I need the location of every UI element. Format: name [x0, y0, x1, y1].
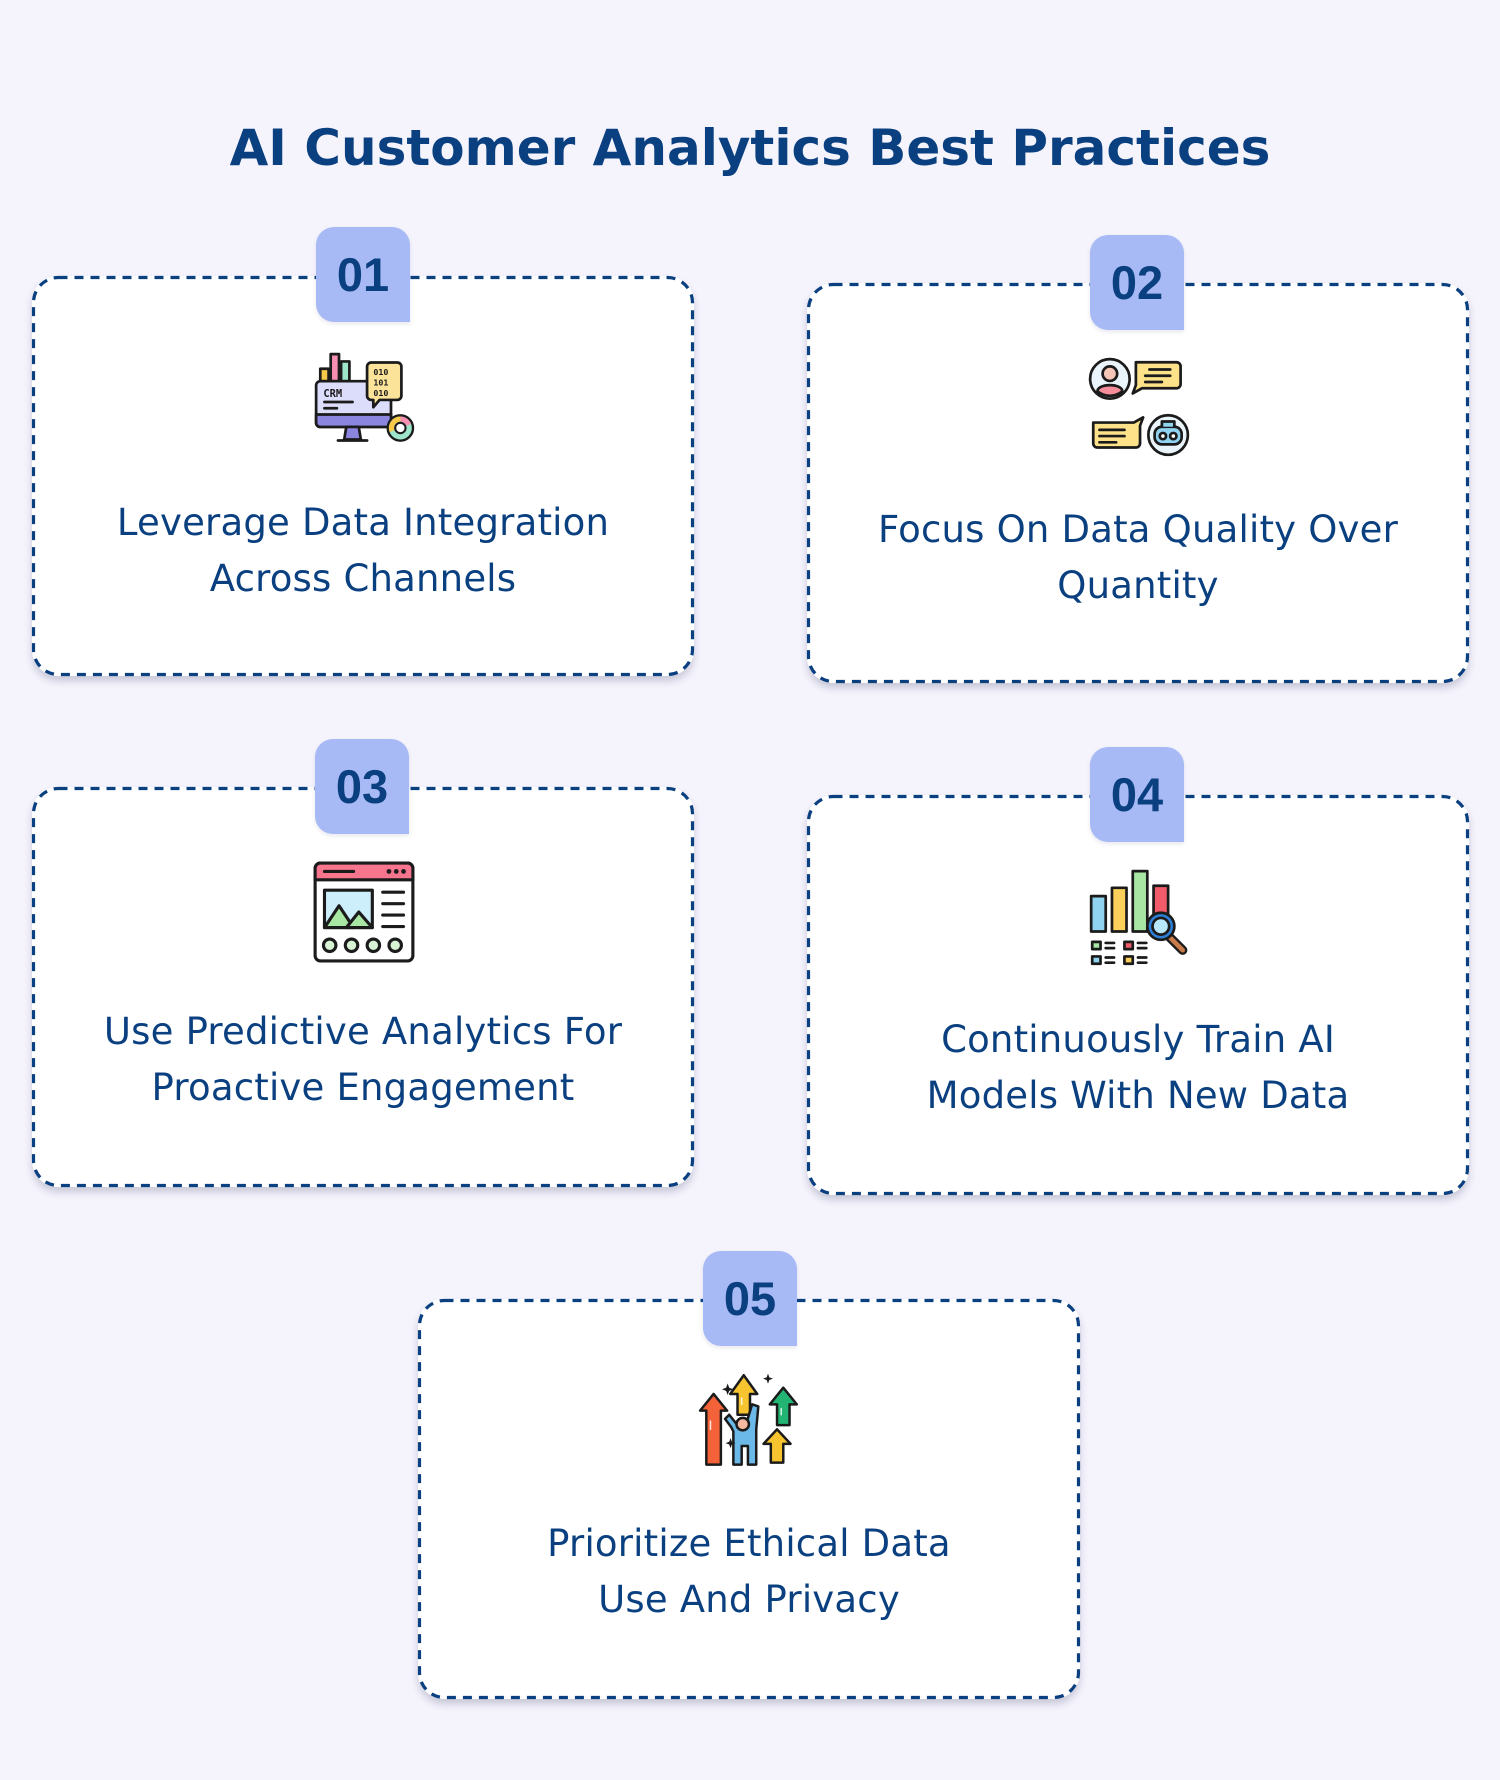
step-number-badge: 03: [315, 739, 409, 834]
svg-text:010: 010: [373, 367, 388, 377]
dashed-border: [806, 794, 1470, 1196]
bar-chart-magnifier-icon: [1089, 869, 1188, 966]
practice-title-line2: Use And Privacy: [598, 1578, 900, 1621]
practice-card-05: 05 Prioritize Ethical Data Use And Priva…: [417, 1251, 1081, 1700]
dashed-border: [31, 786, 695, 1188]
browser-dashboard-icon: [313, 861, 415, 963]
practice-title-line1: Prioritize Ethical Data: [547, 1522, 951, 1565]
practice-title: Continuously Train AI Models With New Da…: [827, 1012, 1449, 1124]
dashed-border: [31, 275, 695, 677]
svg-text:010: 010: [373, 388, 388, 398]
practice-title: Use Predictive Analytics For Proactive E…: [52, 1004, 674, 1116]
card-background: [418, 1299, 1080, 1699]
practice-card-04: 04 Continuously Train AI Models W: [806, 747, 1470, 1196]
practice-title: Prioritize Ethical Data Use And Privacy: [438, 1516, 1060, 1628]
practice-title: Focus On Data Quality Over Quantity: [827, 502, 1449, 614]
step-number-badge: 01: [316, 227, 410, 322]
page-title: AI Customer Analytics Best Practices: [229, 118, 1271, 177]
practice-title-line1: Focus On Data Quality Over: [877, 508, 1399, 551]
practice-title-line1: Continuously Train AI: [941, 1018, 1335, 1061]
practice-title-line2: Across Channels: [209, 557, 517, 600]
svg-text:101: 101: [373, 377, 388, 387]
step-number-badge: 02: [1090, 235, 1184, 330]
dashed-border: [806, 282, 1470, 684]
card-background: [807, 795, 1469, 1195]
step-number-badge: 04: [1090, 747, 1184, 842]
step-number-badge: 05: [703, 1251, 797, 1346]
practice-title-line2: Proactive Engagement: [151, 1066, 575, 1109]
chat-user-robot-icon: [1088, 357, 1190, 457]
card-background: [32, 787, 694, 1187]
practice-title: Leverage Data Integration Across Channel…: [52, 495, 674, 607]
practice-card-02: 02 Focus On Data Quality Over Quantity: [806, 235, 1470, 684]
practice-title-line2: Models With New Data: [926, 1074, 1350, 1117]
card-background: [32, 276, 694, 676]
card-background: [807, 283, 1469, 683]
practice-card-03: 03 Use Predictive Analytics For Proactiv…: [31, 739, 695, 1188]
practice-title-line1: Use Predictive Analytics For: [103, 1010, 623, 1053]
crm-data-integration-icon: CRM 010 101 010: [314, 352, 415, 442]
growth-arrows-person-icon: [698, 1373, 799, 1466]
practice-title-line2: Quantity: [1057, 564, 1219, 607]
practice-title-line1: Leverage Data Integration: [116, 501, 610, 544]
dashed-border: [417, 1298, 1081, 1700]
practice-card-01: 01 CRM 010 101 010 Leverage Data Integra…: [31, 227, 695, 677]
svg-text:CRM: CRM: [323, 388, 342, 400]
